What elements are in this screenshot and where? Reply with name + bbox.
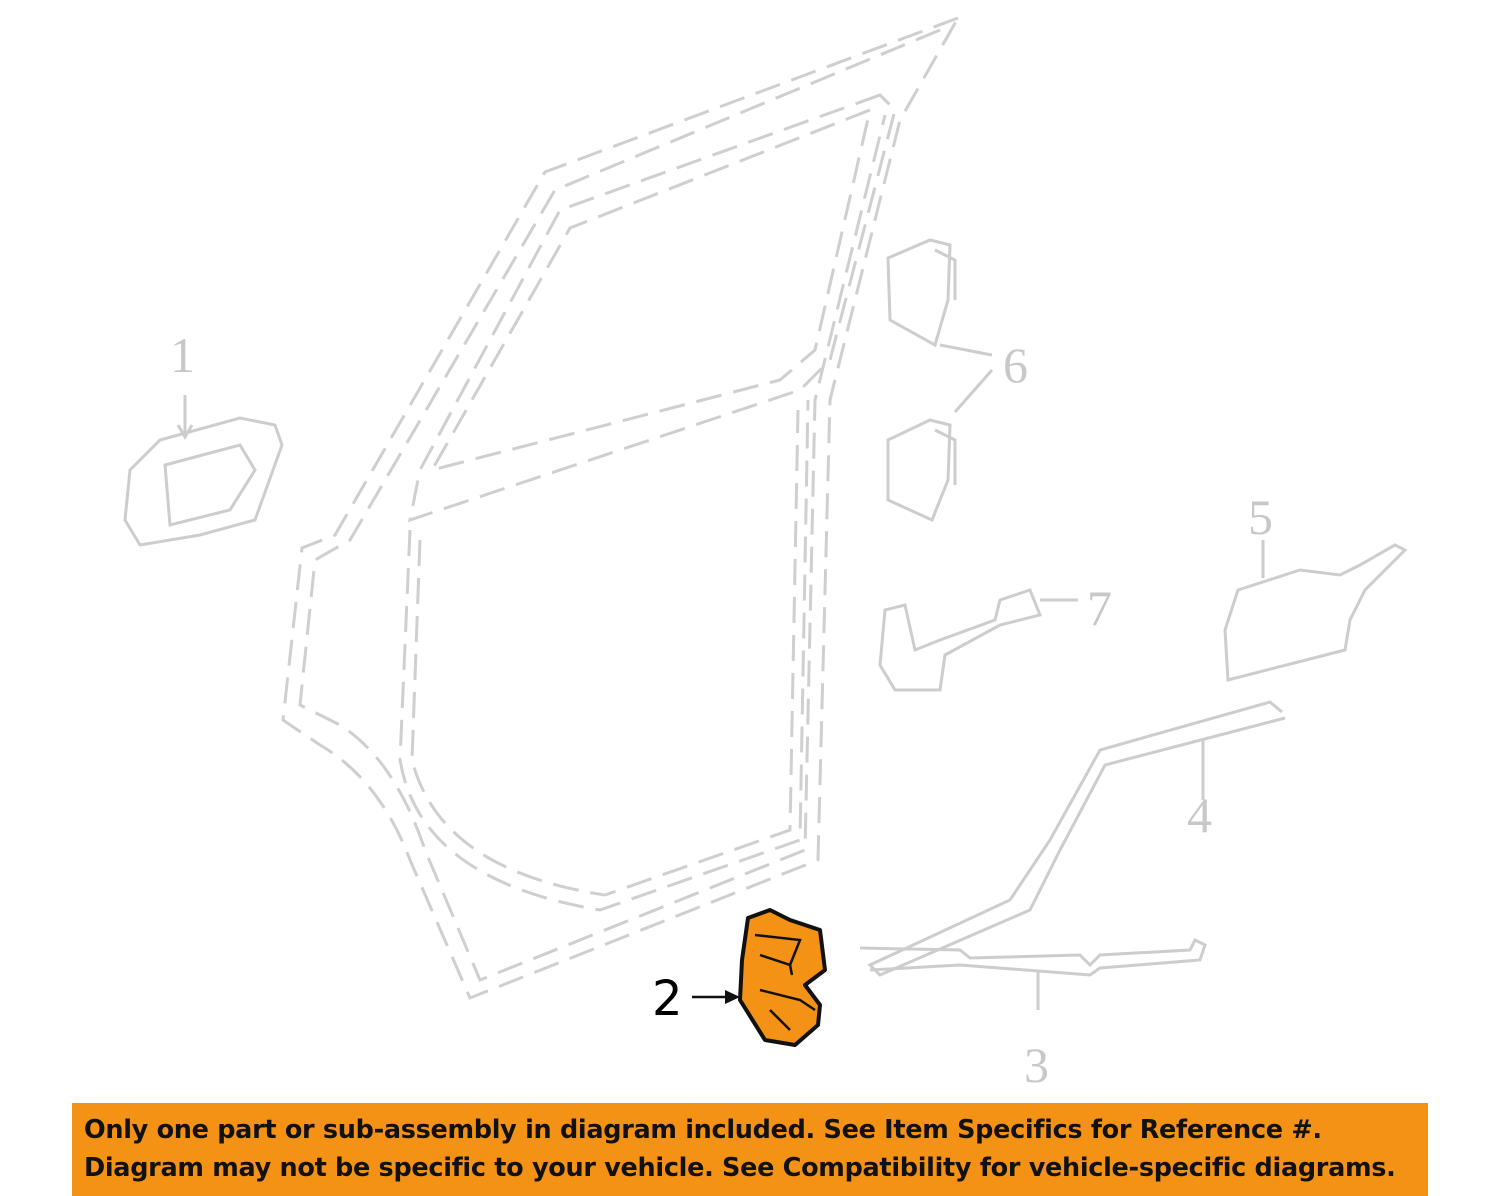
callout-3: 3	[1024, 1037, 1049, 1093]
callout-1: 1	[170, 327, 195, 383]
callout-4: 4	[1187, 787, 1212, 843]
part-3-rod	[859, 937, 1207, 1010]
part-5-latch	[1223, 540, 1408, 682]
callout-6: 6	[1003, 337, 1028, 393]
callout-7: 7	[1087, 580, 1112, 636]
part-2-highlighted	[692, 908, 827, 1047]
disclaimer-banner: Only one part or sub-assembly in diagram…	[72, 1103, 1428, 1196]
disclaimer-line-2: Diagram may not be specific to your vehi…	[84, 1153, 1396, 1183]
part-7-check-link	[878, 588, 1078, 692]
disclaimer-line-1: Only one part or sub-assembly in diagram…	[84, 1115, 1322, 1145]
callout-2: 2	[652, 971, 683, 1027]
door-outline	[281, 15, 962, 1000]
part-1-handle	[123, 395, 284, 547]
part-6-hinges	[886, 238, 994, 523]
part-4-rod	[867, 700, 1286, 977]
callout-5: 5	[1248, 489, 1273, 545]
